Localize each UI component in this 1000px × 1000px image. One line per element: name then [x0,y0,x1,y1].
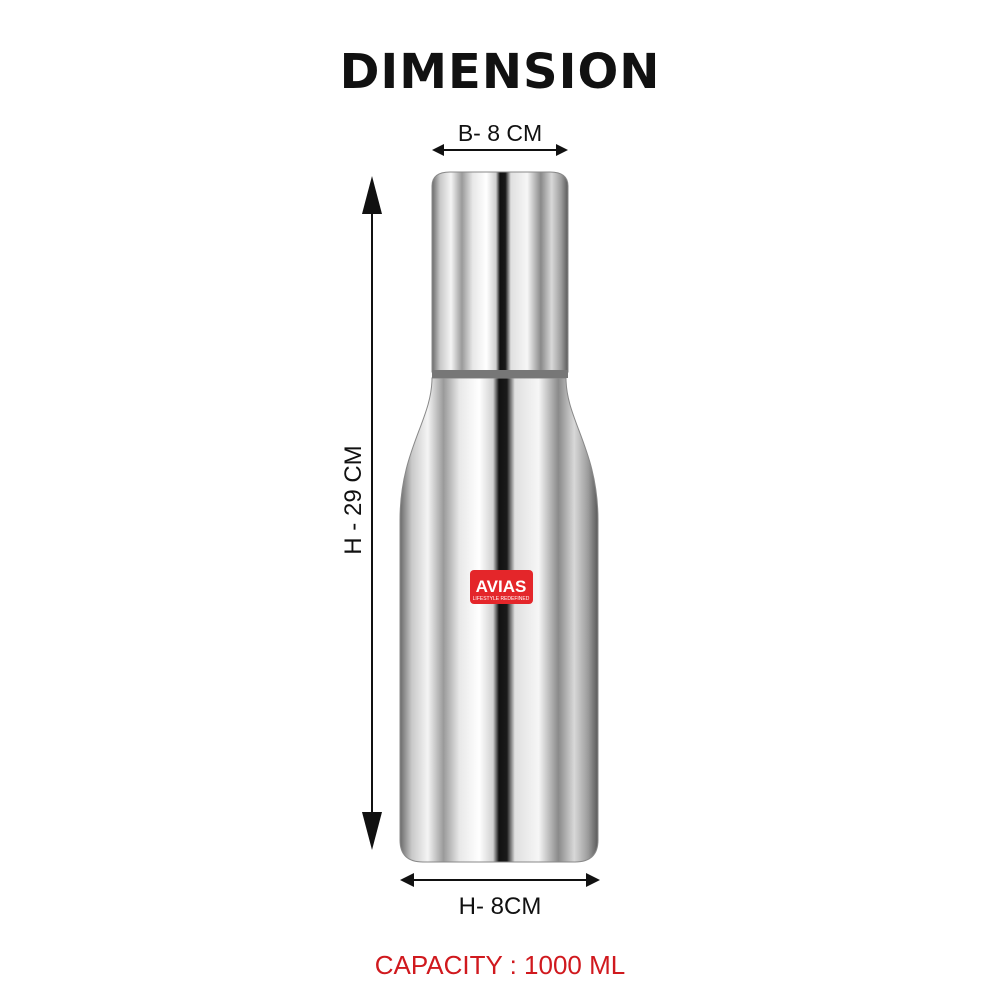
bottom-width-label: H- 8CM [458,893,542,920]
bottom-width-arrow [400,873,600,887]
top-width-arrow [432,144,568,156]
top-width-label: B- 8 CM [457,120,543,146]
page-title: DIMENSION [339,44,661,100]
capacity-label: CAPACITY : 1000 ML [374,950,626,980]
bottle-cap [431,171,569,373]
svg-text:LIFESTYLE REDEFINED: LIFESTYLE REDEFINED [473,596,530,602]
svg-text:AVIAS: AVIAS [476,577,527,596]
brand-logo: AVIAS LIFESTYLE REDEFINED [470,570,533,604]
height-arrow [362,176,382,850]
bottle-body [399,377,599,863]
